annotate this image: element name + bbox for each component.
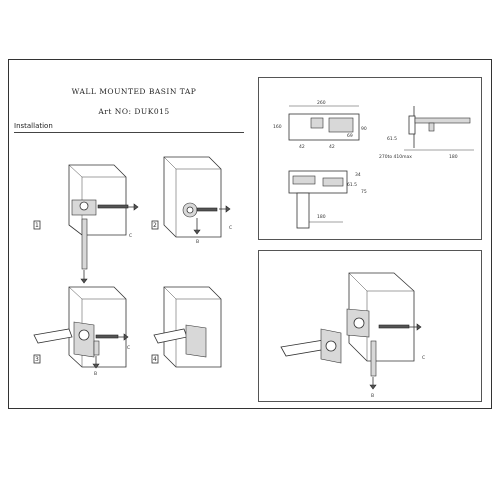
front-view: 260 160 42 42 90 69 <box>273 100 367 150</box>
dim-d6: 75 <box>361 189 367 195</box>
installation-heading: Installation <box>14 122 53 130</box>
dim-d4: 69 <box>347 133 353 139</box>
step-3-number: 3 <box>35 356 39 363</box>
dim-spout: 180 <box>449 154 458 160</box>
step-2-callout-b: B <box>196 239 199 245</box>
installation-steps-drawing: 1 C B 2 C B <box>33 156 232 377</box>
installation-underline <box>14 132 244 133</box>
instruction-sheet: WALL MOUNTED BASIN TAP Art NO: DUK015 In… <box>8 59 492 409</box>
step-3-callout-c: C <box>127 345 130 351</box>
dim-length: 180 <box>317 214 326 220</box>
step-2-callout-c: C <box>229 225 232 231</box>
dimension-drawing: 260 160 42 42 90 69 61.5 270to 410max 18… <box>273 100 474 229</box>
dim-range: 270to 410max <box>379 154 412 160</box>
dim-width: 260 <box>317 100 326 106</box>
step-2-drawing: 2 C B <box>151 156 232 245</box>
step-4-number: 4 <box>153 356 157 363</box>
exploded-view-drawing: C B <box>280 272 425 399</box>
side-view: 61.5 270to 410max 180 <box>379 106 474 160</box>
exploded-view-panel: C B <box>258 250 482 402</box>
exploded-callout-b: B <box>371 393 374 399</box>
bottom-view: 34 61.5 75 180 <box>288 170 367 229</box>
step-2-number: 2 <box>153 222 157 229</box>
dim-depth: 160 <box>273 124 282 130</box>
product-title: WALL MOUNTED BASIN TAP <box>71 87 197 96</box>
step-1-number: 1 <box>35 222 39 229</box>
step-4-drawing: 4 <box>151 286 222 368</box>
step-3-callout-b: B <box>94 371 97 377</box>
dim-d1: 42 <box>299 144 305 150</box>
dimensions-panel: 260 160 42 42 90 69 61.5 270to 410max 18… <box>258 77 482 240</box>
step-1-callout-c: C <box>129 233 132 239</box>
installation-panel: WALL MOUNTED BASIN TAP Art NO: DUK015 In… <box>14 67 248 403</box>
step-3-drawing: 3 C B <box>33 286 130 377</box>
dim-d3: 90 <box>361 126 367 132</box>
article-number: Art NO: DUK015 <box>98 107 170 116</box>
dim-small2: 61.5 <box>347 182 357 188</box>
exploded-callout-c: C <box>422 355 425 361</box>
step-1-drawing: 1 C B <box>33 164 139 294</box>
dim-small: 34 <box>355 172 361 178</box>
dim-d2: 42 <box>329 144 335 150</box>
dim-d5: 61.5 <box>387 136 397 142</box>
